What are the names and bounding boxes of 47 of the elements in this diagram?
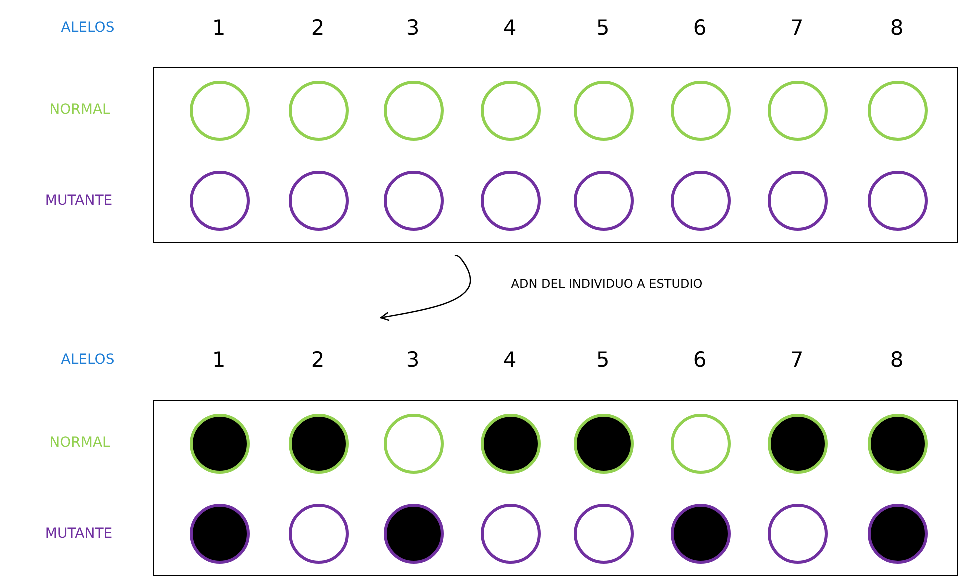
allele-number: 4 xyxy=(503,348,517,372)
allele-number: 7 xyxy=(790,348,804,372)
allele-circle xyxy=(671,81,731,141)
allele-number: 3 xyxy=(406,348,420,372)
allele-number: 1 xyxy=(212,16,226,40)
allele-number: 7 xyxy=(790,16,804,40)
allele-number: 8 xyxy=(890,348,904,372)
allele-number: 6 xyxy=(693,348,707,372)
allele-circle xyxy=(289,81,349,141)
allele-circle xyxy=(768,171,828,231)
allele-number: 5 xyxy=(596,16,610,40)
allele-circle xyxy=(190,81,250,141)
allele-number: 2 xyxy=(311,348,325,372)
annotation-text: ADN DEL INDIVIDUO A ESTUDIO xyxy=(511,277,703,291)
allele-number: 8 xyxy=(890,16,904,40)
allele-number: 1 xyxy=(212,348,226,372)
allele-number: 2 xyxy=(311,16,325,40)
allele-circle xyxy=(289,171,349,231)
row-heading: ALELOS xyxy=(61,352,115,368)
row-label: NORMAL xyxy=(50,435,110,451)
allele-circle xyxy=(481,171,541,231)
allele-circle xyxy=(768,504,828,564)
allele-circle xyxy=(384,81,444,141)
allele-circle xyxy=(574,171,634,231)
allele-circle xyxy=(481,504,541,564)
row-label: NORMAL xyxy=(50,102,110,118)
allele-circle xyxy=(768,81,828,141)
allele-number: 6 xyxy=(693,16,707,40)
allele-number: 5 xyxy=(596,348,610,372)
allele-circle xyxy=(384,171,444,231)
allele-circle xyxy=(574,81,634,141)
row-label: MUTANTE xyxy=(45,193,113,209)
row-heading: ALELOS xyxy=(61,20,115,36)
allele-circle xyxy=(190,171,250,231)
allele-circle xyxy=(868,81,928,141)
allele-circle xyxy=(574,504,634,564)
allele-number: 4 xyxy=(503,16,517,40)
allele-circle xyxy=(671,171,731,231)
panel-box xyxy=(153,67,958,243)
allele-number: 3 xyxy=(406,16,420,40)
allele-circle xyxy=(384,414,444,474)
allele-circle xyxy=(289,504,349,564)
allele-circle xyxy=(868,171,928,231)
allele-circle xyxy=(671,414,731,474)
allele-circle xyxy=(481,81,541,141)
panel-box xyxy=(153,400,958,576)
row-label: MUTANTE xyxy=(45,526,113,542)
